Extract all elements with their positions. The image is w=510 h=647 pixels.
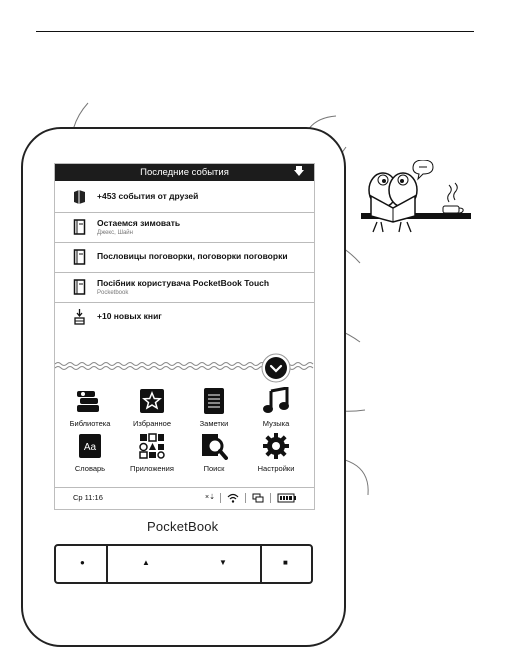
star-icon — [140, 389, 164, 413]
battery-icon[interactable] — [277, 493, 297, 503]
app-dictionary[interactable]: Aa Словарь — [59, 432, 121, 482]
app-label: Настройки — [257, 464, 295, 473]
event-row-book[interactable]: Посібник користувача PocketBook Touch Po… — [55, 273, 314, 303]
app-music[interactable]: Музыка — [245, 387, 307, 437]
app-label: Избранное — [132, 419, 171, 428]
app-search[interactable]: Поиск — [183, 432, 245, 482]
book-icon — [73, 249, 86, 265]
notes-icon — [204, 388, 224, 414]
svg-text:Aa: Aa — [84, 442, 97, 453]
app-favorites[interactable]: Избранное — [121, 387, 183, 437]
reading-figure-illustration — [361, 160, 471, 233]
app-notes[interactable]: Заметки — [183, 387, 245, 437]
button-home[interactable]: ● — [80, 558, 85, 567]
friends-events-icon — [74, 190, 85, 204]
event-subtitle: Джекс, Шайн — [97, 230, 133, 236]
event-row-book[interactable]: Остаемся зимовать Джекс, Шайн — [55, 213, 314, 243]
applications-icon — [139, 433, 165, 459]
task-manager-icon[interactable] — [252, 493, 264, 503]
button-menu[interactable]: ■ — [283, 558, 288, 567]
button-divider — [106, 546, 108, 582]
app-applications[interactable]: Приложения — [121, 432, 183, 482]
music-note-icon — [263, 387, 289, 413]
library-icon — [77, 391, 99, 412]
device-screen: Последние события +453 события от друзей… — [54, 163, 315, 510]
button-prev-page[interactable]: ▲ — [142, 558, 150, 567]
device-brand-logo: PocketBook — [147, 519, 219, 534]
dictionary-icon: Aa — [79, 434, 101, 458]
download-books-icon — [74, 309, 85, 325]
event-title: +453 события от друзей — [97, 191, 199, 201]
event-row-new-books[interactable]: +10 новых книг — [55, 303, 314, 333]
event-title: +10 новых книг — [97, 311, 162, 321]
app-label: Музыка — [262, 419, 290, 428]
arrow-down-icon[interactable] — [294, 166, 304, 178]
book-icon — [73, 219, 86, 235]
header-title: Последние события — [140, 167, 229, 178]
event-title: Посібник користувача PocketBook Touch — [97, 278, 270, 288]
event-row-friends[interactable]: +453 события от друзей — [55, 183, 314, 213]
event-title: Пословицы поговорки, поговорки поговорки — [97, 251, 288, 261]
book-icon — [73, 279, 86, 295]
status-separator — [220, 493, 221, 503]
sync-status[interactable]: ×⇣ — [205, 494, 215, 501]
app-library[interactable]: Библиотека — [59, 387, 121, 437]
top-rule — [36, 31, 474, 32]
search-icon — [202, 434, 228, 460]
status-clock: Ср 11:16 — [73, 493, 103, 502]
gear-icon — [263, 433, 289, 459]
app-label: Приложения — [130, 464, 174, 473]
recent-events-header[interactable]: Последние события — [55, 164, 314, 181]
button-next-page[interactable]: ▼ — [219, 558, 227, 567]
status-separator — [245, 493, 246, 503]
app-label: Библиотека — [69, 419, 111, 428]
app-settings[interactable]: Настройки — [245, 432, 307, 482]
status-separator — [270, 493, 271, 503]
app-label: Словарь — [74, 464, 106, 473]
status-bar: Ср 11:16 ×⇣ — [55, 487, 314, 508]
event-subtitle: Pocketbook — [97, 290, 129, 296]
hardware-buttons: ● ▲ ▼ ■ — [54, 544, 313, 584]
event-title: Остаемся зимовать — [97, 218, 181, 228]
app-label: Заметки — [199, 419, 229, 428]
app-label: Поиск — [203, 464, 225, 473]
event-row-book[interactable]: Пословицы поговорки, поговорки поговорки — [55, 243, 314, 273]
button-divider — [260, 546, 262, 582]
wifi-icon[interactable] — [227, 493, 239, 503]
chevron-down-icon[interactable] — [261, 353, 291, 383]
